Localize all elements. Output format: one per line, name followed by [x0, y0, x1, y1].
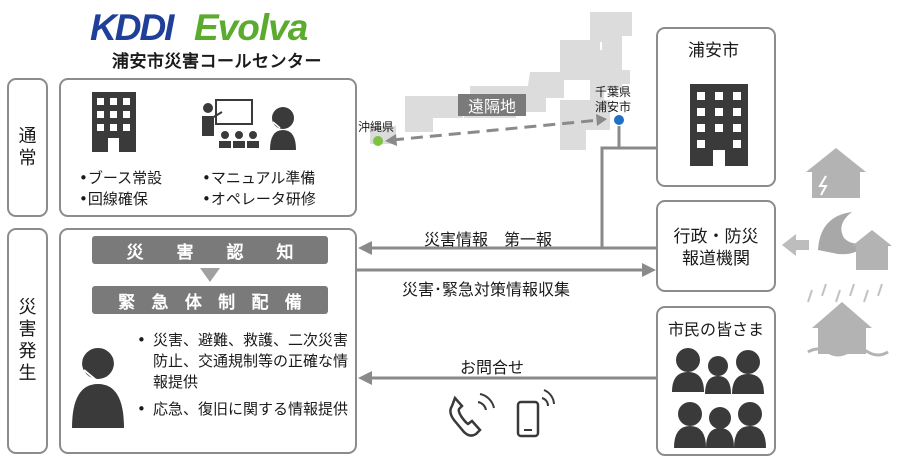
urayasu-dot: [614, 115, 624, 125]
step-emergency-deployment-char: 急: [151, 292, 169, 313]
row-label-disaster-char: 発: [18, 341, 37, 362]
step-emergency-deployment-char: 備: [284, 292, 302, 313]
svg-text:KDDI: KDDI: [90, 7, 175, 46]
info-collection-label: 災害･緊急対策情報収集: [402, 280, 571, 299]
call-center-title: 浦安市災害コールセンター: [112, 52, 322, 72]
disaster-bullet-1: 災害、避難、救護、二次災害防止、交通規制等の正確な情報提供: [153, 331, 349, 391]
step-disaster-recognition-char: 知: [276, 242, 294, 263]
row-label-normal: 通常: [7, 78, 48, 217]
disaster-bullet-item: • 応急、復旧に関する情報提供: [137, 400, 349, 418]
step-emergency-deployment-char: 配: [251, 292, 269, 313]
row-label-disaster-char: 害: [18, 319, 37, 340]
svg-text:Evolva: Evolva: [194, 7, 308, 46]
step-disaster-recognition: 災害認知: [92, 236, 328, 264]
step-disaster-recognition-char: 災: [126, 242, 144, 263]
step-disaster-recognition-char: 認: [226, 242, 244, 263]
disaster-bullet-item: • 災害、避難、救護、二次災害防止、交通規制等の正確な情報提供: [137, 330, 351, 393]
disaster-response-box: [59, 228, 357, 454]
okinawa-label: 沖縄県: [358, 120, 395, 134]
step-emergency-deployment: 緊急体制配備: [92, 286, 328, 314]
row-label-normal-char: 通: [18, 125, 37, 147]
row-label-disaster-char: 生: [18, 363, 37, 384]
government-media-label: 行政・防災 報道機関: [656, 226, 776, 270]
row-label-disaster: 災害発生: [7, 228, 48, 454]
remote-location-badge: 遠隔地: [458, 94, 526, 116]
remote-location-label: 遠隔地: [467, 97, 516, 116]
first-report-label: 災害情報 第一報: [424, 230, 553, 249]
normal-bullet-2: •回線確保: [79, 190, 148, 208]
step-emergency-deployment-char: 制: [218, 292, 236, 313]
urayasu-map-label: 浦安市: [595, 100, 632, 114]
inquiry-label: お問合せ: [460, 358, 525, 377]
step-disaster-recognition-char: 害: [176, 242, 194, 263]
normal-bullet-1: •ブース常設: [79, 169, 163, 187]
urayasu-city-label: 浦安市: [688, 41, 739, 61]
row-label-disaster-box: [7, 228, 48, 454]
disaster-bullet-list: • 災害、避難、救護、二次災害防止、交通規制等の正確な情報提供 • 応急、復旧に…: [137, 330, 351, 420]
normal-bullet-3: •マニュアル準備: [202, 169, 316, 187]
step-emergency-deployment-char: 緊: [118, 292, 136, 313]
government-label-line2: 報道機関: [682, 249, 750, 269]
disaster-bullet-2: 応急、復旧に関する情報提供: [153, 400, 349, 418]
row-label-disaster-char: 災: [18, 297, 37, 318]
okinawa-dot: [373, 136, 383, 146]
row-label-normal-char: 常: [18, 147, 37, 169]
row-label-normal-box: [7, 78, 48, 217]
normal-bullet-4: •オペレータ研修: [202, 190, 316, 208]
government-media-box: [656, 200, 776, 292]
citizens-label: 市民の皆さま: [667, 320, 764, 339]
chiba-label: 千葉県: [595, 85, 632, 99]
step-emergency-deployment-char: 体: [184, 292, 202, 313]
government-label-line1: 行政・防災: [673, 227, 759, 247]
logo: KDDI Evolva: [90, 2, 330, 46]
logo-wordmark: KDDI Evolva: [90, 7, 309, 46]
